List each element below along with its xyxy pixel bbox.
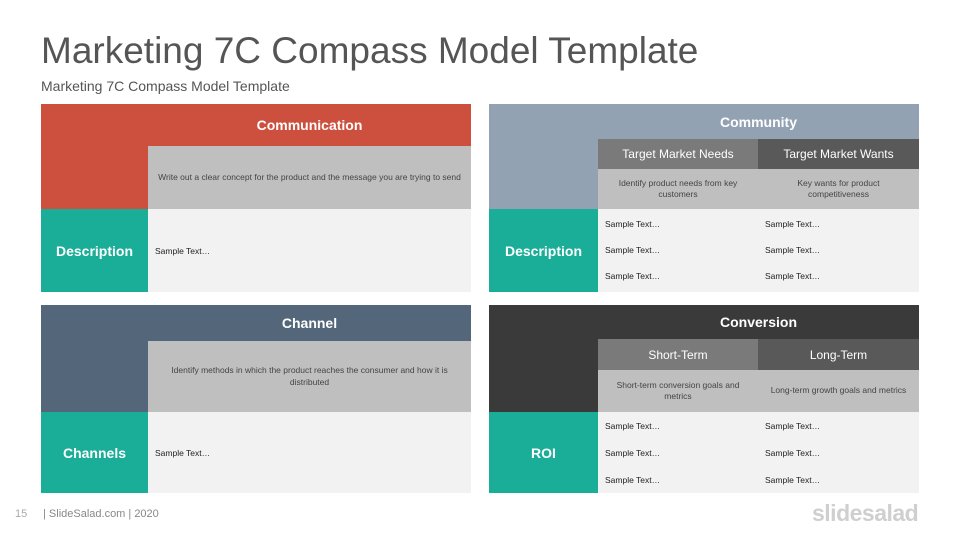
conversion-panel: Conversion Short-Term Long-Term Short-te… — [489, 305, 919, 493]
community-label: Description — [489, 209, 598, 292]
community-cell: Sample Text… — [765, 271, 821, 281]
footer-text: | SlideSalad.com | 2020 — [43, 508, 159, 520]
communication-label: Description — [41, 209, 148, 292]
page-title: Marketing 7C Compass Model Template — [41, 30, 699, 71]
community-cell: Sample Text… — [605, 271, 661, 281]
community-cell: Sample Text… — [605, 219, 661, 229]
conversion-col1-description: Short-term conversion goals and metrics — [598, 370, 758, 412]
conversion-col2-header: Long-Term — [758, 339, 919, 370]
communication-description: Write out a clear concept for the produc… — [148, 146, 471, 209]
communication-panel: Communication Write out a clear concept … — [41, 104, 471, 292]
conversion-col2-description: Long-term growth goals and metrics — [758, 370, 919, 412]
channel-panel: Channel Identify methods in which the pr… — [41, 305, 471, 493]
channel-sample-text: Sample Text… — [148, 412, 471, 493]
community-header: Community — [720, 113, 797, 130]
community-col1-description: Identify product needs from key customer… — [598, 169, 758, 209]
community-cell: Sample Text… — [765, 245, 821, 255]
page-number: 15 — [15, 508, 28, 520]
conversion-cell: Sample Text… — [605, 475, 661, 485]
community-cell: Sample Text… — [605, 245, 661, 255]
brand-logo: slidesalad — [812, 500, 919, 526]
channel-header: Channel — [281, 315, 338, 331]
channel-description: Identify methods in which the product re… — [148, 341, 471, 412]
conversion-cell: Sample Text… — [605, 421, 661, 431]
conversion-header: Conversion — [719, 314, 797, 330]
community-sample-area — [598, 209, 919, 292]
community-col2-description: Key wants for product competitiveness — [758, 169, 919, 209]
conversion-col1-header: Short-Term — [598, 339, 758, 370]
conversion-label: ROI — [489, 412, 598, 493]
communication-sample-text: Sample Text… — [148, 209, 471, 292]
conversion-cell: Sample Text… — [765, 475, 821, 485]
community-cell: Sample Text… — [765, 219, 821, 229]
conversion-sample-area — [598, 412, 919, 493]
channel-label: Channels — [41, 412, 148, 493]
community-panel: Community Target Market Needs Target Mar… — [489, 104, 919, 292]
community-col1-header: Target Market Needs — [598, 139, 758, 169]
page-subtitle: Marketing 7C Compass Model Template — [41, 78, 290, 94]
community-col2-header: Target Market Wants — [758, 139, 919, 169]
conversion-cell: Sample Text… — [605, 448, 661, 458]
conversion-cell: Sample Text… — [765, 448, 821, 458]
conversion-cell: Sample Text… — [765, 421, 821, 431]
communication-header: Communication — [256, 117, 363, 133]
